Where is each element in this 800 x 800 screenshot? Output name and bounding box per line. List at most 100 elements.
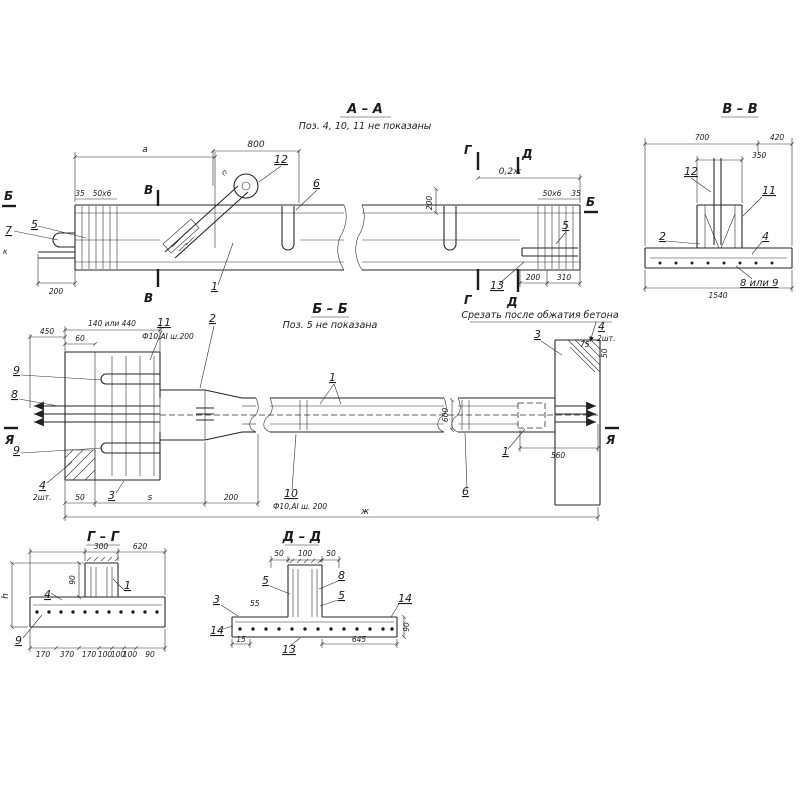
dim-700: 700 (695, 133, 710, 142)
dim-370: 370 (60, 650, 75, 659)
dim-800: 800 (247, 140, 264, 150)
pos-label-5-low: 5 (338, 589, 345, 602)
dim-200-right: 200 (526, 273, 541, 282)
dim-k: к (3, 247, 8, 256)
stirrups-right-aa (537, 206, 574, 269)
svg-text:Я: Я (4, 433, 14, 447)
section-mark-ya: Я Я (4, 426, 619, 447)
pos-label-12: 12 (274, 153, 288, 166)
pos-label-14-right: 14 (398, 592, 412, 605)
pos-label-4: 4 (762, 230, 769, 243)
dim-300: 300 (94, 542, 109, 551)
section-bb-view: Б – Б Поз. 5 не показана Срезать после о… (4, 302, 619, 521)
note-2sht-right: 2шт. (597, 334, 615, 343)
pos-label-8: 8 (338, 569, 345, 582)
dim-50x6-left: 50х6 (93, 189, 112, 198)
dim-90: 90 (68, 575, 77, 585)
dim-1540: 1540 (708, 291, 727, 300)
dim-170b: 170 (82, 650, 97, 659)
pos-label-3-left: 3 (108, 489, 115, 502)
pos-label-6: 6 (313, 177, 320, 190)
hook-bar (52, 232, 75, 248)
section-dd-view: Д – Д 50 100 50 8 5 5 3 55 14 (210, 530, 412, 656)
section-bb-title: Б – Б (312, 302, 347, 317)
anchor-head (159, 389, 243, 441)
note-2sht-left: 2шт. (33, 493, 51, 502)
pos-label-4: 4 (44, 588, 51, 601)
svg-text:Я: Я (605, 433, 615, 447)
dim-310: 310 (557, 273, 572, 282)
section-dd-title: Д – Д (282, 530, 322, 545)
dim-350: 350 (752, 151, 767, 160)
flange-bar-dots (238, 627, 394, 631)
dim-200-left: 200 (49, 287, 64, 296)
note-cut-after: Срезать после обжатия бетона (461, 310, 618, 321)
dim-200: 200 (224, 493, 239, 502)
pos-label-9-bottom: 9 (13, 444, 20, 457)
pos-label-1: 1 (124, 579, 131, 592)
pos-label-5-right: 5 (562, 219, 569, 232)
section-vv-view: В – В 700 420 350 1540 12 11 (642, 102, 795, 300)
section-aa-title: А – А (346, 102, 383, 117)
dim-450: 450 (40, 327, 55, 336)
hatch-corner-right (567, 339, 601, 373)
dim-60: 60 (75, 334, 85, 343)
pos-label-13: 13 (282, 643, 296, 656)
dim-55: 55 (250, 599, 260, 608)
pos-label-9-top: 9 (13, 364, 20, 377)
section-vv-title: В – В (722, 102, 757, 117)
lifting-loop (162, 173, 259, 259)
dim-50x6-right: 50х6 (543, 189, 562, 198)
section-aa-view: А – А Поз. 4, 10, 11 не показаны (2, 102, 598, 309)
pos-label-9: 9 (15, 634, 22, 647)
hairpin-bar-top (100, 373, 160, 385)
pos-label-3: 3 (213, 593, 220, 606)
section-gg-title: Г – Г (87, 530, 120, 545)
pos-label-11: 11 (157, 316, 171, 329)
pos-label-3-right: 3 (534, 328, 541, 341)
pos-label-2: 2 (209, 312, 216, 325)
dim-50-right: 50 (326, 549, 336, 558)
section-bb-subtitle: Поз. 5 не показана (283, 320, 378, 331)
dim-420: 420 (770, 133, 785, 142)
pos-label-12: 12 (684, 165, 698, 178)
pos-label-8: 8 (11, 388, 18, 401)
pos-label-11: 11 (762, 184, 776, 197)
dim-h: h (1, 593, 11, 599)
dim-200-vert: 200 (425, 196, 434, 211)
spec-10: Ф10,АI ш. 200 (273, 502, 327, 511)
pos-label-1-mid: 1 (329, 371, 336, 384)
svg-text:В: В (144, 291, 153, 305)
dim-645: 645 (352, 635, 367, 644)
stirrups-left-aa (81, 206, 118, 269)
pos-label-4-right: 4 (598, 320, 605, 333)
svg-text:Б: Б (586, 195, 595, 209)
dim-620: 620 (133, 542, 148, 551)
dim-50-right: 50 (600, 348, 609, 358)
pos-label-14-left: 14 (210, 624, 224, 637)
dim-15: 15 (236, 635, 246, 644)
pos-label-2: 2 (659, 230, 666, 243)
dim-n: п (219, 167, 229, 177)
section-mark-v: В В (144, 183, 160, 305)
flange-bar-dots (35, 610, 159, 614)
dim-35-left: 35 (75, 189, 85, 198)
dim-140-440: 140 или 440 (88, 319, 136, 328)
pos-label-7: 7 (5, 224, 12, 237)
svg-text:В: В (144, 183, 153, 197)
pos-label-6: 6 (462, 485, 469, 498)
dim-100c: 100 (123, 650, 138, 659)
dim-50-left: 50 (274, 549, 284, 558)
loop-6 (281, 206, 295, 251)
pos-label-5: 5 (31, 218, 38, 231)
dim-100a: 100 (98, 650, 113, 659)
section-gg-view: Г – Г 300 620 90 h 4 1 9 (1, 530, 168, 659)
dim-s: s (148, 493, 153, 503)
pos-label-1: 1 (211, 280, 218, 293)
hairpin-bar-bottom (100, 442, 160, 454)
anchor-right-dashed (517, 402, 546, 429)
section-mark-g: Г Г (464, 143, 480, 307)
dim-35-right: 35 (571, 189, 581, 198)
hatch-corner-left (64, 449, 96, 481)
dim-560: 560 (551, 451, 566, 460)
